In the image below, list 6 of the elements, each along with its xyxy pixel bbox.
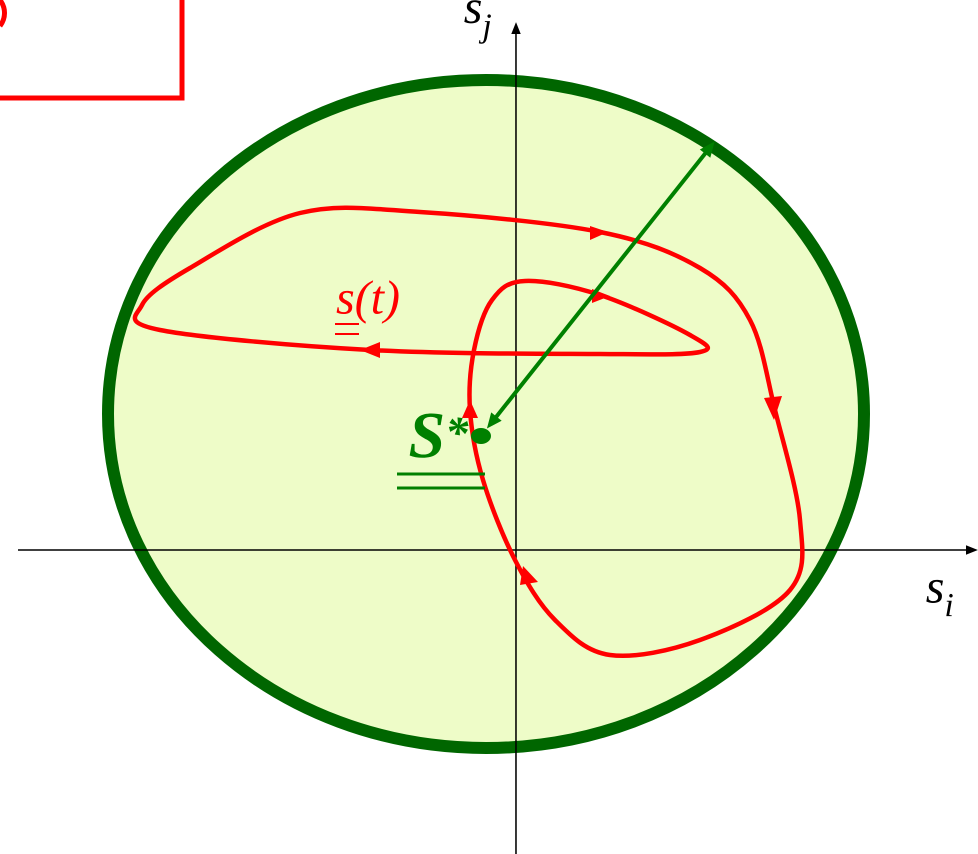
axis-label: s$_{j}$: [464, 0, 491, 44]
ellipse-region: [102, 74, 870, 754]
curve-label: s(t): [336, 280, 399, 324]
point-label: S$^{*}$: [410, 413, 469, 458]
dot: [471, 428, 491, 444]
axis-label: s$_{i}$: [926, 580, 953, 616]
